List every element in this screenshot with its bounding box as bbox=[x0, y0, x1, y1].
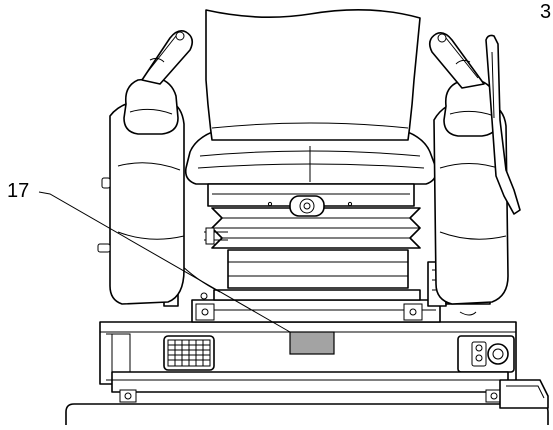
corner-label: 3 bbox=[540, 1, 551, 23]
callout-leader-line bbox=[38, 191, 291, 333]
center-adjust-knob bbox=[289, 195, 325, 217]
highlighted-component bbox=[289, 331, 335, 355]
right-joystick bbox=[428, 32, 499, 137]
left-joystick bbox=[123, 30, 194, 135]
right-side-lever bbox=[485, 34, 521, 215]
vent-grille bbox=[163, 335, 215, 371]
seat-suspension bbox=[191, 207, 441, 323]
left-armrest bbox=[97, 99, 185, 305]
right-socket-panel bbox=[457, 335, 515, 373]
seat-backrest bbox=[205, 9, 421, 141]
callout-label: 17 bbox=[7, 180, 29, 202]
